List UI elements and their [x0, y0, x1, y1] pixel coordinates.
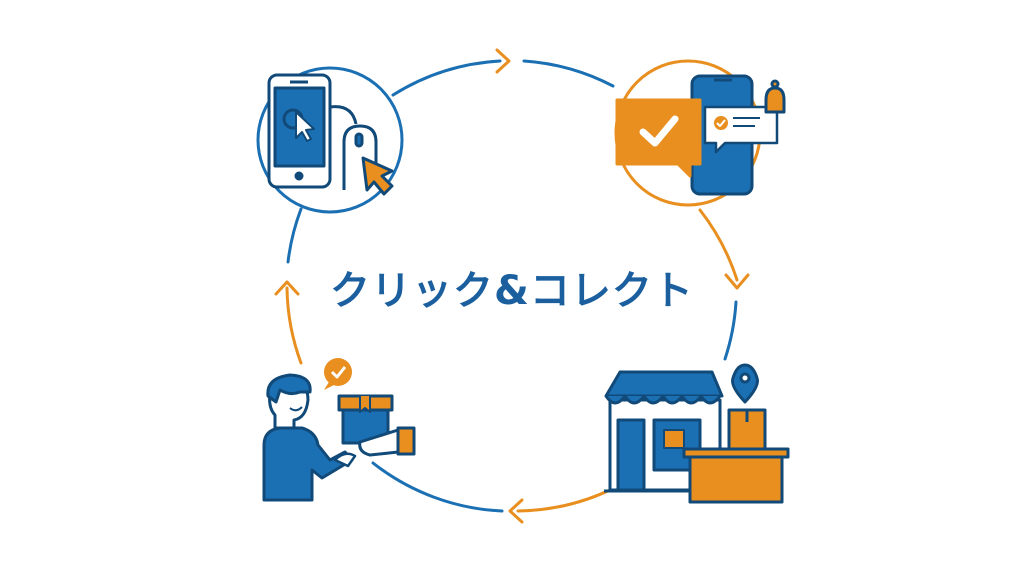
cycle-arc-top-right	[522, 59, 615, 88]
arrow-up-icon	[274, 280, 300, 296]
cycle-arc-top-left	[391, 59, 502, 97]
phone-mouse-click-icon	[256, 66, 404, 214]
cycle-arc-left-bottom	[285, 286, 303, 365]
cycle-arc-right-bottom	[723, 300, 738, 361]
customer-receives-package-icon	[262, 358, 416, 502]
arrow-right-icon	[495, 48, 511, 74]
cycle-arc-right-top	[698, 208, 739, 282]
cycle-arc-bottom-left	[371, 461, 504, 513]
store-pickup-icon	[604, 363, 790, 504]
order-confirmation-notification-icon	[614, 59, 786, 207]
diagram-title: クリック&コレクト	[330, 268, 694, 314]
cycle-arc-bottom-right	[516, 483, 622, 513]
arrow-down-icon	[724, 273, 750, 290]
cycle-arc-left-top	[286, 207, 303, 264]
arrow-left-icon	[508, 498, 524, 524]
